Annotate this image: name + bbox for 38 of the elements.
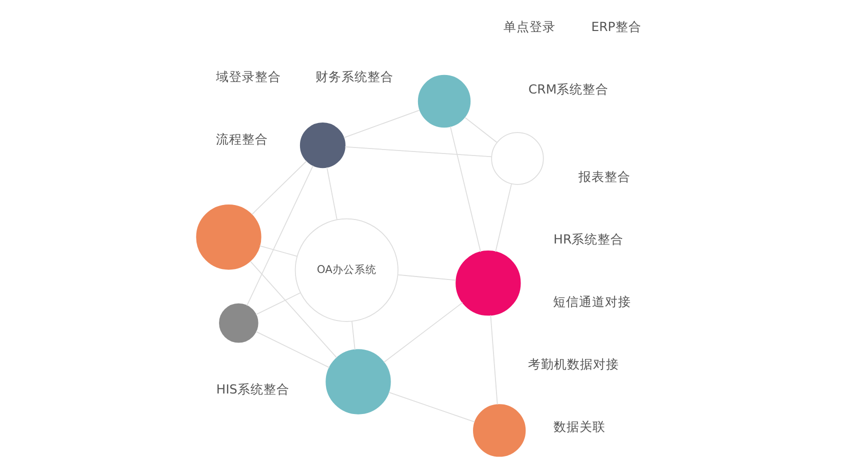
label: 考勤机数据对接 [527,356,618,372]
connector [342,110,420,138]
connector [464,116,497,143]
connector [351,320,355,350]
label: ERP整合 [590,19,641,34]
connector [249,260,337,358]
connector [326,166,337,220]
connector [255,331,330,368]
connector [344,146,492,158]
label: HIS系统整合 [216,382,289,397]
connector [382,302,463,363]
connector [251,160,306,215]
label: 单点登录 [503,19,556,34]
connector [449,126,481,252]
label: CRM系统整合 [528,82,608,97]
connector [255,292,300,315]
connector [490,314,498,405]
label: 数据关联 [553,419,606,434]
node-circle [490,132,544,185]
node-circle [196,204,261,270]
node-circle [472,404,526,457]
connector [397,274,456,281]
node-circle [417,74,470,128]
connector [258,245,298,257]
node-circle: OA办公系统 [294,218,398,322]
node-circle [299,122,345,168]
label: 域登录整合 [215,69,280,84]
connector [494,183,512,252]
label: HR系统整合 [553,232,624,247]
node-circle [455,250,520,316]
label: 报表整合 [578,169,630,184]
label: 财务系统整合 [315,69,394,84]
label: 流程整合 [216,132,268,147]
connector [246,165,313,306]
label: 短信通道对接 [552,294,631,310]
connector [388,392,475,422]
node-circle [218,303,258,343]
node-circle [325,349,390,414]
